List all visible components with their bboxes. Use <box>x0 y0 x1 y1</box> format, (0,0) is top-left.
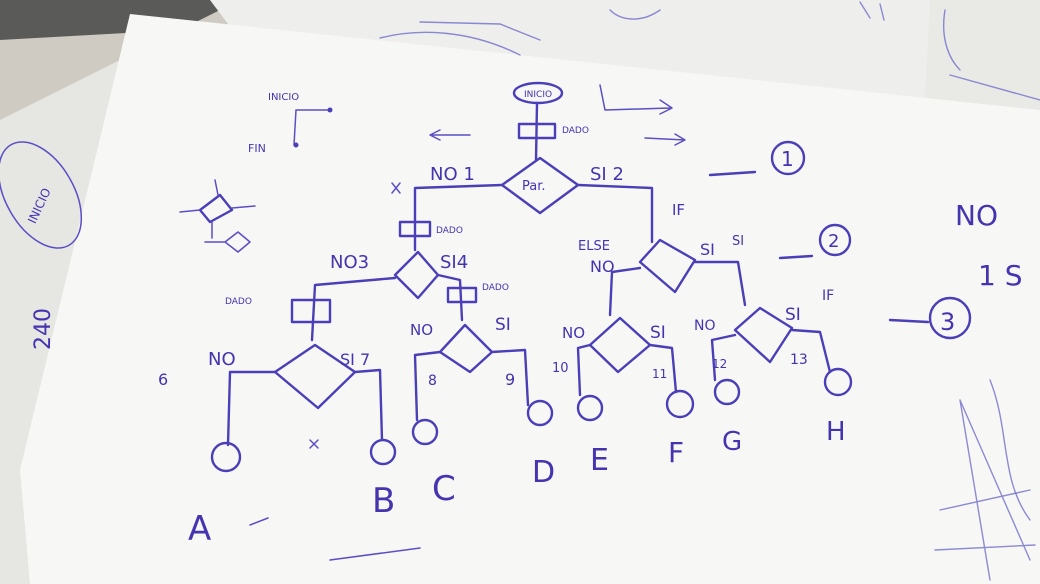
right-note-1: NO <box>955 199 998 232</box>
main-paper-sheet <box>20 14 1040 584</box>
leaf-number-8: 8 <box>428 373 437 389</box>
leaf-number-12: 12 <box>712 357 727 371</box>
level-mark-1: 1 <box>781 147 794 171</box>
end-node-d <box>526 399 554 427</box>
end-node-g <box>713 378 741 406</box>
branch-si4: SI4 <box>440 252 468 273</box>
legend-decision-symbol <box>198 193 234 224</box>
back-note-number: 240 <box>31 308 56 350</box>
input-box-root <box>517 122 557 140</box>
branch-no-mid: NO <box>410 321 433 339</box>
leaf-letter-b: B <box>372 481 395 521</box>
level-circle-1 <box>770 140 806 176</box>
branch-no-right: NO <box>590 257 615 276</box>
right-note-3: 3 <box>940 308 955 336</box>
decision-diamond-right <box>638 238 697 294</box>
branch-no-far: NO <box>694 318 716 334</box>
leaf-letter-h: H <box>826 417 846 447</box>
leaf-number-11: 11 <box>652 367 667 381</box>
leaf-letter-d: D <box>532 455 555 490</box>
branch-si-left: SI 7 <box>340 350 370 369</box>
end-node-h <box>823 367 853 397</box>
dado-label-leftleft: DADO <box>225 297 252 307</box>
leaf-number-13: 13 <box>790 352 808 368</box>
end-node-c <box>411 418 439 446</box>
if-label-far: IF <box>822 288 834 304</box>
start-oval-label: INICIO <box>524 90 552 100</box>
legend-inicio: INICIO <box>268 92 299 103</box>
right-margin-notes: NO 1 S 3 <box>888 199 1023 340</box>
right-note-2: 1 S <box>978 259 1023 292</box>
branch-no-left: NO <box>208 349 236 370</box>
leaf-letter-e: E <box>590 443 609 478</box>
flowchart: INICIO DADO Par. NO 1 SI 2 IF ELSE 1 2 D… <box>158 81 853 561</box>
end-node-e <box>576 394 604 422</box>
level-circle-3 <box>928 296 972 340</box>
dado-label-root: DADO <box>562 126 589 136</box>
leaf-letter-c: C <box>432 469 456 509</box>
branch-si-far: SI <box>785 305 801 325</box>
branch-si2: SI 2 <box>590 164 624 185</box>
end-node-f <box>665 389 695 419</box>
branch-si-c: SI <box>650 323 666 343</box>
branch-no1: NO 1 <box>430 164 475 185</box>
level-mark-2: 2 <box>828 231 839 252</box>
leaf-letter-g: G <box>722 427 742 457</box>
level-circle-2 <box>818 223 852 257</box>
branch-si-right: SI <box>700 240 715 259</box>
dado-label-left: DADO <box>436 226 463 236</box>
legend-corner-symbol <box>293 109 329 146</box>
end-node-b <box>369 438 397 466</box>
leaf-number-6: 6 <box>158 370 168 389</box>
branch-no3: NO3 <box>330 252 369 273</box>
legend-area: INICIO FIN <box>179 92 333 253</box>
decision-diamond-d <box>733 306 794 364</box>
leaf-letter-a: A <box>188 509 211 549</box>
legend-fin: FIN <box>248 142 266 155</box>
branch-si-mid: SI <box>495 315 511 335</box>
branch-no-c: NO <box>562 324 585 342</box>
leaf-number-10: 10 <box>552 361 569 376</box>
else-label: ELSE <box>578 239 610 254</box>
branch-si6: SI <box>732 234 744 249</box>
leaf-number-9: 9 <box>505 370 515 389</box>
root-decision-label: Par. <box>522 179 546 194</box>
if-label: IF <box>672 201 685 219</box>
dado-label-leftright: DADO <box>482 283 509 293</box>
leaf-letter-f: F <box>668 436 684 469</box>
end-node-a <box>210 441 242 473</box>
